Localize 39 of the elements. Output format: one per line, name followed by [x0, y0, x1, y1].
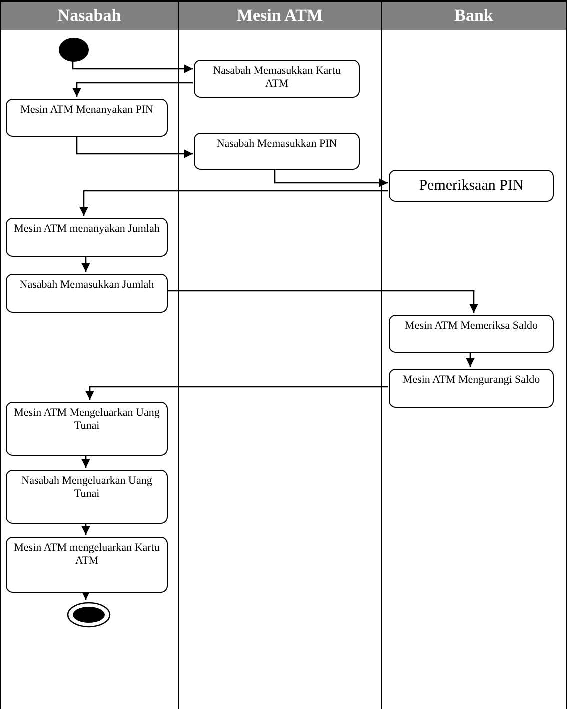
activity-box — [6, 218, 168, 257]
lane-header: Nasabah — [1, 2, 178, 30]
activity-box — [6, 470, 168, 524]
activity-box — [6, 99, 168, 137]
arrow — [274, 168, 388, 188]
activity-label: Mesin ATM Mengeluarkan Uang Tunai — [14, 407, 160, 432]
lane-header: Bank — [382, 2, 566, 30]
activity-label: Nasabah Mengeluarkan Uang Tunai — [22, 475, 152, 500]
activity-label: Nasabah Memasukkan Kartu ATM — [213, 65, 341, 90]
lane-header: Mesin ATM — [179, 2, 381, 30]
arrow — [72, 82, 193, 97]
arrow — [81, 590, 91, 600]
activity-label: Mesin ATM menanyakan Jumlah — [14, 223, 160, 235]
activity-box — [6, 537, 168, 593]
activity-box — [389, 315, 554, 353]
arrow — [81, 454, 91, 468]
activity-label: Mesin ATM Menanyakan PIN — [20, 104, 154, 116]
activity-label: Pemeriksaan PIN — [419, 178, 524, 194]
swimlane — [0, 0, 179, 709]
arrow — [72, 60, 193, 74]
activity-box — [389, 369, 554, 408]
activity-box — [194, 133, 360, 170]
activity-box — [389, 170, 554, 202]
arrow — [81, 522, 91, 535]
activity-box — [6, 402, 168, 456]
activity-label: Nasabah Memasukkan PIN — [216, 138, 338, 150]
swimlane — [381, 0, 567, 709]
activity-box — [6, 274, 168, 313]
activity-label: Mesin ATM mengeluarkan Kartu ATM — [14, 542, 160, 567]
arrow — [81, 255, 91, 272]
activity-box — [194, 60, 360, 98]
arrow — [167, 290, 479, 313]
arrow — [76, 135, 193, 159]
arrow — [85, 386, 388, 400]
activity-label: Nasabah Memasukkan Jumlah — [20, 279, 154, 291]
activity-label: Mesin ATM Memeriksa Saldo — [405, 320, 538, 332]
arrow — [466, 351, 476, 367]
activity-label: Mesin ATM Mengurangi Saldo — [402, 374, 540, 386]
arrow — [79, 190, 388, 216]
